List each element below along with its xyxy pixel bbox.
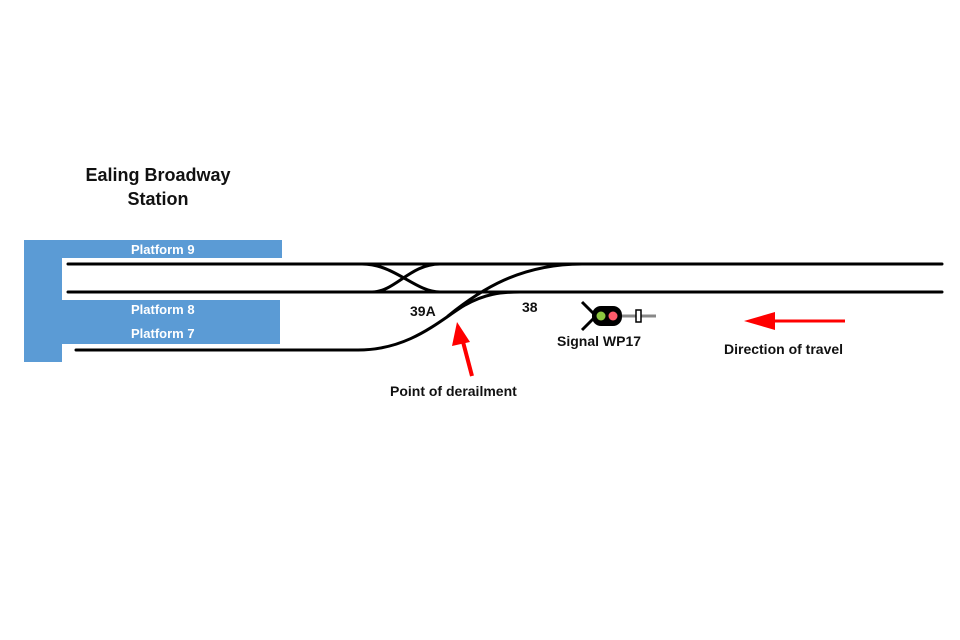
points-39a-label: 39A <box>410 303 436 319</box>
direction-label: Direction of travel <box>724 341 844 357</box>
signal-green-light <box>596 311 606 321</box>
signal-wp17 <box>580 300 656 332</box>
platform-block <box>24 240 282 362</box>
crossover-b <box>370 262 442 294</box>
signal-label: Signal WP17 <box>557 333 642 349</box>
points-38-label: 38 <box>522 299 538 315</box>
platform-8-label: Platform 8 <box>131 302 195 317</box>
signal-red-light <box>608 311 618 321</box>
platform-9-label: Platform 9 <box>131 242 195 257</box>
derailment-arrow <box>452 322 474 377</box>
crossover-38 <box>446 262 584 318</box>
station-name: Ealing Broadway Station <box>85 165 231 209</box>
direction-arrow <box>744 312 845 330</box>
platform-7-label: Platform 7 <box>131 326 195 341</box>
derailment-label: Point of derailment <box>390 383 517 399</box>
